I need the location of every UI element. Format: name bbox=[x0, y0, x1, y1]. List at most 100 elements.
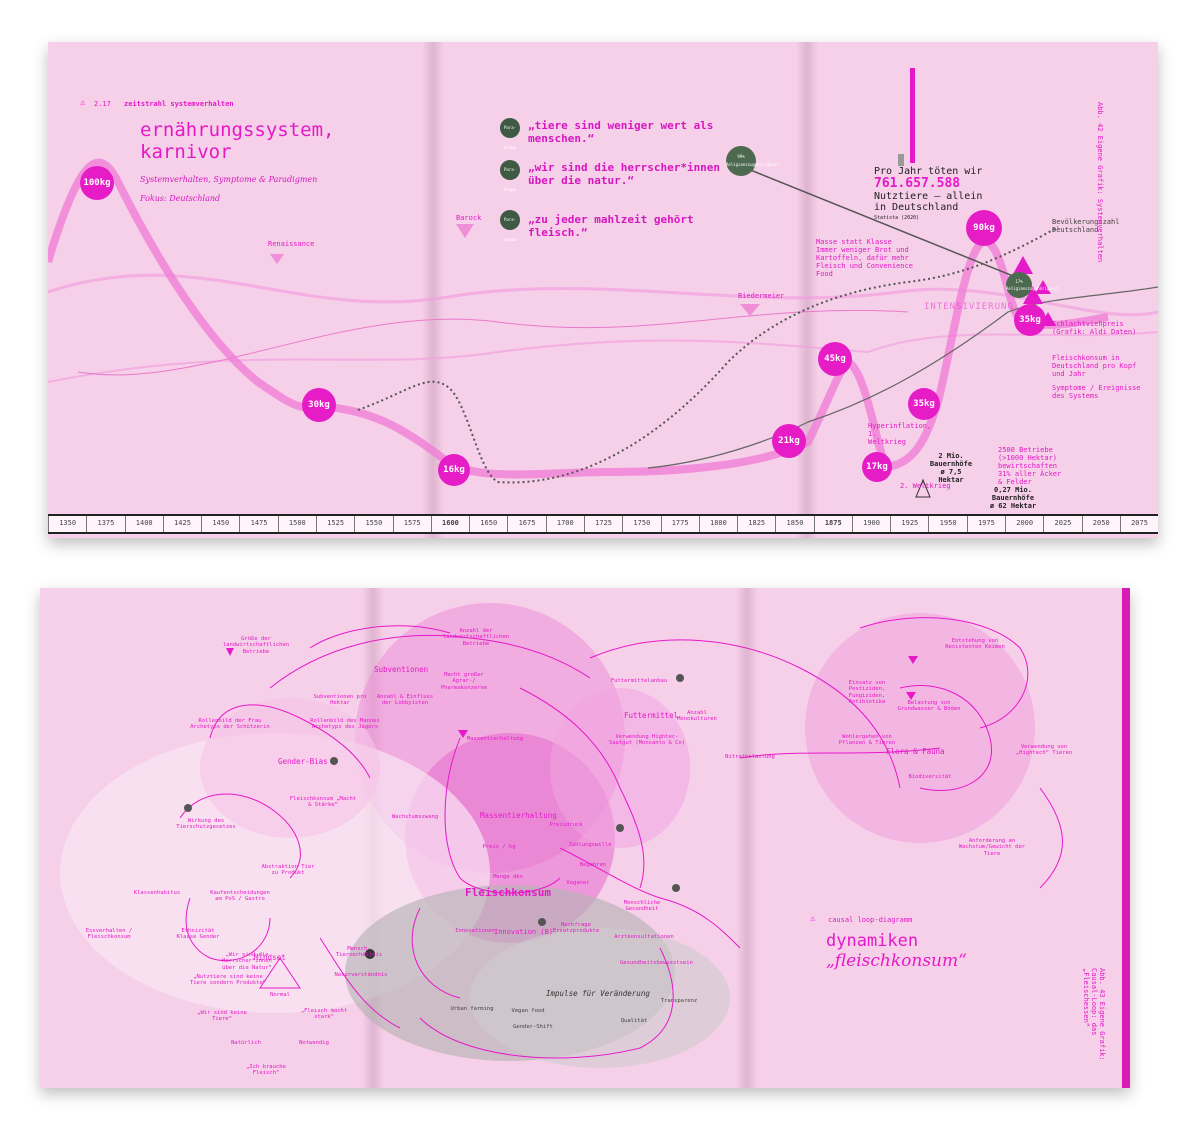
legend-consumption: Fleischkonsum in Deutschland pro Kopf un… bbox=[1052, 354, 1137, 379]
event-baroque: Barock bbox=[456, 214, 482, 222]
node-doctor-visits: Arztkonsultationen bbox=[614, 934, 674, 940]
axis-tick: 1700 bbox=[545, 516, 584, 532]
bubble-1900: 45kg bbox=[818, 342, 852, 376]
axis-tick: 2025 bbox=[1043, 516, 1081, 532]
axis-tick: 1750 bbox=[622, 516, 660, 532]
causal-loop-diagram bbox=[60, 603, 1063, 1068]
node-consumption-power: Fleischkonsum „Macht & Stärke“ bbox=[289, 796, 357, 809]
paradigm-1: „tiere sind weniger wert als menschen.“ bbox=[528, 119, 714, 145]
legend-symptoms: Symptome / Ereignisse des Systems bbox=[1052, 384, 1141, 401]
axis-tick: 1950 bbox=[928, 516, 966, 532]
node-feed-cultivation: Futtermittelanbau bbox=[610, 678, 668, 684]
node-natural: Natürlich bbox=[231, 1040, 261, 1046]
diagram-title: dynamiken „fleischkonsum“ bbox=[826, 931, 967, 971]
axis-tick: 1500 bbox=[277, 516, 316, 532]
legend-population: Bevölkerungszahl Deutschland bbox=[1052, 218, 1120, 235]
axis-tick: 1900 bbox=[851, 516, 890, 532]
axis-tick: 1725 bbox=[583, 516, 622, 532]
cluster-mindset: Mindset bbox=[254, 953, 286, 962]
node-necessary: Notwendig bbox=[299, 1040, 329, 1046]
bubble-1350: 100kg bbox=[80, 166, 114, 200]
axis-tick: 1650 bbox=[469, 516, 507, 532]
axis-tick: 1375 bbox=[86, 516, 124, 532]
event-ww2: 2. Weltkrieg bbox=[900, 482, 951, 490]
axis-tick: 1925 bbox=[890, 516, 928, 532]
node-hightech-seed: Verwendung Hightec-Saatgut (Monsanto & C… bbox=[608, 734, 686, 747]
node-groundwater: Belastung von Grundwasser & Böden bbox=[897, 700, 961, 713]
timeline-curves bbox=[48, 68, 1158, 498]
timeline-axis: 1350 1375 1400 1425 1450 1475 1500 1525 … bbox=[48, 514, 1158, 534]
node-role-woman: Rollenbild der Frau Archetyps der Schütz… bbox=[190, 718, 270, 731]
node-belief-not-animals: „Wir sind keine Tiere“ bbox=[197, 1010, 247, 1023]
paradigm-badge: Para-digma bbox=[500, 118, 520, 150]
warning-icon: ⚠ bbox=[810, 914, 816, 924]
node-size-farms: Größe der landwirtschaftlichen Betriebe bbox=[222, 636, 290, 655]
axis-tick: 1450 bbox=[201, 516, 239, 532]
axis-tick: 1400 bbox=[124, 516, 163, 532]
cover-edge bbox=[1122, 588, 1130, 1088]
legend-meat-price: Schlachtviehpreis (Grafik: Aldi Daten) bbox=[1052, 320, 1137, 337]
node-role-man: Rollenbild des Mannes Archetyps des Jäge… bbox=[310, 718, 380, 731]
node-animal-protection: Wirkung des Tierschutzgesetzes bbox=[176, 818, 236, 831]
page-title: ernährungssystem, karnivor bbox=[140, 119, 335, 163]
node-belief-need: „Ich brauche Fleisch“ bbox=[246, 1064, 286, 1077]
religion-badge-2: 17% Religionszugehörigkeit bbox=[1006, 272, 1059, 298]
axis-tick: 1550 bbox=[354, 516, 392, 532]
node-monocultures: Anzahl Monokulturen bbox=[677, 710, 717, 723]
node-agrar-power: Macht großer Agrar-/ Pharmakonzerne bbox=[440, 672, 488, 691]
religion-badge: 99% Religionszugehörigkeit bbox=[726, 146, 779, 176]
farms-2020: 0,27 Mio. Bauernhöfe ø 62 Hektar bbox=[989, 486, 1037, 511]
node-lobbyists: Anzahl & Einfluss der Lobbyisten bbox=[376, 694, 434, 707]
cluster-impulse: Impulse für Veränderung bbox=[546, 989, 650, 998]
axis-tick: 2075 bbox=[1119, 516, 1158, 532]
node-resistant-germs: Entstehung von Resistenten Keimen bbox=[945, 638, 1005, 651]
node-belief-strong: „Fleisch macht stark“ bbox=[300, 1008, 348, 1021]
paradigm-badge: Para-digma bbox=[500, 160, 520, 192]
axis-tick: 1675 bbox=[507, 516, 545, 532]
node-biodiversity: Biodiversität bbox=[908, 774, 952, 780]
node-price-pressure: Preisdruck bbox=[549, 822, 583, 828]
node-count-farms: Anzahl der landwirtschaftlichen Betriebe bbox=[442, 628, 510, 647]
section-number: 2.17 bbox=[94, 100, 111, 108]
node-plant-wellbeing: Wohlergehen von Pflanzen & Tieren bbox=[838, 734, 896, 747]
event-renaissance: Renaissance bbox=[268, 240, 315, 248]
bubble-1990: 90kg bbox=[966, 210, 1002, 246]
bubble-1850: 21kg bbox=[772, 424, 806, 458]
node-nitrate: Nitratbelastung bbox=[725, 754, 775, 760]
node-eating-behaviour: Essverhalten / Fleischkonsum bbox=[85, 928, 133, 941]
node-willingness-pay: Zahlungswille bbox=[568, 842, 612, 848]
page-subtitle: Systemverhalten, Symptome & Paradigmen F… bbox=[140, 175, 318, 203]
cluster-flora-fauna: Flora & Fauna bbox=[886, 747, 945, 756]
node-nature: Naturverständnis bbox=[334, 972, 388, 978]
axis-tick: 2000 bbox=[1005, 516, 1043, 532]
causal-loop-spread: Subventionen Futtermittel Gender-Bias Ma… bbox=[40, 588, 1130, 1088]
axis-tick: 1425 bbox=[162, 516, 201, 532]
cluster-subventionen: Subventionen bbox=[374, 665, 429, 674]
axis-tick: 1775 bbox=[660, 516, 699, 532]
node-vegans: Veganer bbox=[566, 880, 590, 886]
node-belief-rulers: „Wir sind die Herrscher*innen über die N… bbox=[222, 952, 272, 971]
node-health-awareness: Gesundheitsbewusstsein bbox=[620, 960, 693, 966]
node-human-health: Menschliche Gesundheit bbox=[623, 900, 661, 913]
figure-caption: Abb. 43 Eigene Grafik: Causal-Loop: das … bbox=[1081, 968, 1106, 1061]
node-innovations: Innovationen bbox=[455, 928, 495, 934]
node-urban-farming: Urban farming bbox=[450, 1006, 494, 1012]
paradigm-3: „zu jeder mahlzeit gehört fleisch.“ bbox=[528, 213, 694, 239]
farm-stat: 2500 Betriebe (>1000 Hektar) bewirtschaf… bbox=[998, 446, 1062, 487]
section-label: zeitstrahl systemverhalten bbox=[124, 100, 234, 108]
node-class-habitus: Klassenhabitus bbox=[133, 890, 181, 896]
page-fold bbox=[422, 42, 444, 538]
axis-tick: 1975 bbox=[966, 516, 1005, 532]
node-abstraction: Abstraktion Tier zu Produkt bbox=[261, 864, 315, 877]
axis-tick: 1600 bbox=[430, 516, 469, 532]
axis-tick: 2050 bbox=[1081, 516, 1120, 532]
axis-tick: 1875 bbox=[813, 516, 852, 532]
node-purchase-decisions: Kaufentscheidungen am PoS / Gastro bbox=[210, 890, 270, 903]
node-pesticides: Einsatz von Pestiziden, Fungiziden, Anti… bbox=[848, 680, 886, 705]
figure-caption: Abb. 42 Eigene Grafik: Systemverhalten bbox=[1096, 102, 1104, 263]
cluster-innovation: Innovation (B) bbox=[494, 928, 554, 936]
node-ethnicity: Ethnizität Klasse Gender bbox=[176, 928, 220, 941]
bubble-1920: 17kg bbox=[862, 452, 892, 482]
kill-statistic: Pro Jahr töten wir 761.657.588 Nutztiere… bbox=[874, 166, 983, 222]
node-subsidies: Subventionen pro Hektar bbox=[313, 694, 367, 707]
